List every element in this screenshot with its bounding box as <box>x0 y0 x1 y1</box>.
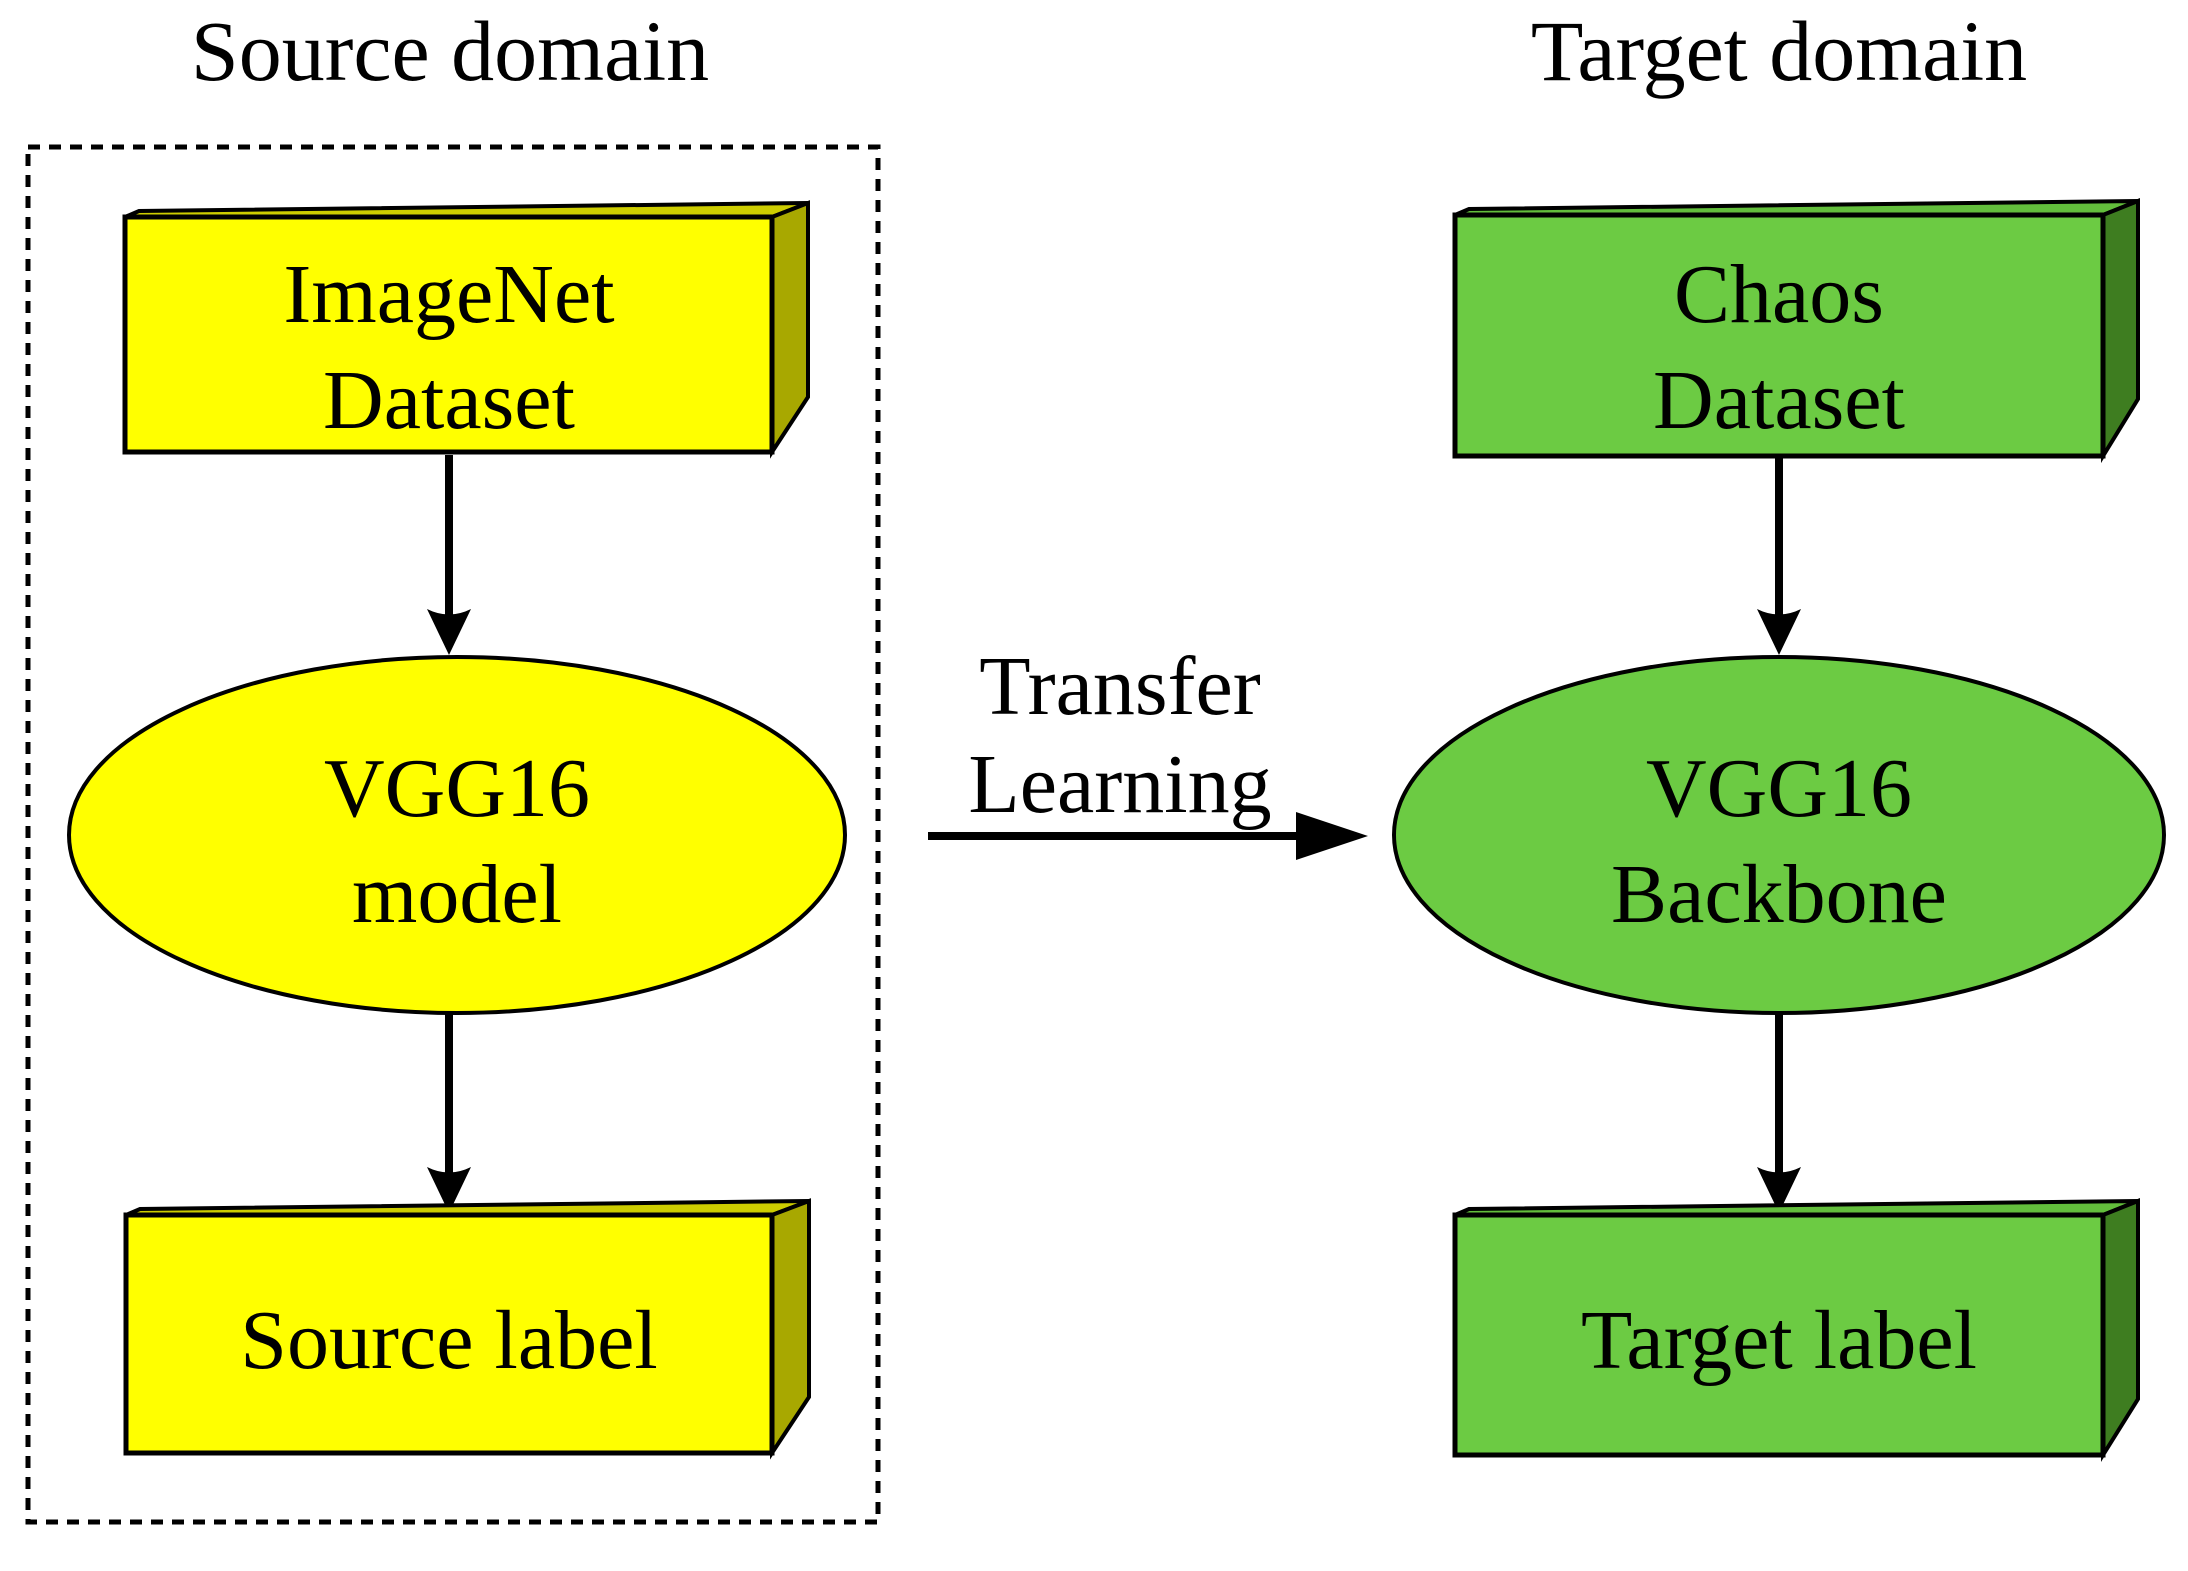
source-domain-boundary <box>25 144 881 1525</box>
target-label-box-front <box>1452 1212 2106 1458</box>
imagenet-dataset-box: ImageNet Dataset <box>122 200 810 459</box>
vgg16-model-label-line1: VGG16 <box>324 742 590 835</box>
imagenet-dataset-label-line1: ImageNet <box>283 248 614 341</box>
transfer-learning-label-line1: Transfer <box>979 640 1261 733</box>
target-domain-title: Target domain <box>1531 3 2027 99</box>
arrow-chaos-to-vgg16-backbone <box>1757 456 1801 655</box>
arrow-down-icon <box>1757 609 1801 655</box>
source-domain-title: Source domain <box>191 3 709 99</box>
imagenet-dataset-box-front <box>122 214 775 455</box>
arrow-down-icon <box>427 609 471 655</box>
arrow-vgg16-model-to-source-label <box>427 1013 471 1213</box>
target-label-text: Target label <box>1581 1294 1977 1387</box>
chaos-dataset-box-front <box>1452 212 2106 459</box>
vgg16-model-label-line2: model <box>352 848 562 941</box>
target-label-box: Target label <box>1452 1198 2140 1462</box>
arrow-down-icon <box>427 1167 471 1213</box>
chaos-dataset-label-line1: Chaos <box>1674 248 1884 341</box>
chaos-dataset-box: Chaos Dataset <box>1452 198 2140 464</box>
vgg16-backbone-label-line1: VGG16 <box>1646 742 1912 835</box>
chaos-dataset-box-side <box>2101 198 2140 464</box>
imagenet-dataset-label-line2: Dataset <box>323 354 575 447</box>
arrow-right-icon <box>1296 812 1368 860</box>
transfer-learning-connector: Transfer Learning <box>928 640 1368 860</box>
arrow-imagenet-to-vgg16-model <box>427 455 471 655</box>
chaos-dataset-label-line2: Dataset <box>1653 354 1905 447</box>
imagenet-dataset-box-side <box>770 200 810 459</box>
vgg16-model-ellipse-shape <box>67 655 847 1015</box>
vgg16-backbone-label-line2: Backbone <box>1611 848 1947 941</box>
vgg16-backbone-ellipse: VGG16 Backbone <box>1392 655 2166 1015</box>
source-label-box: Source label <box>123 1198 811 1460</box>
vgg16-model-ellipse: VGG16 model <box>67 655 847 1015</box>
source-label-box-front <box>123 1212 775 1456</box>
source-label-box-side <box>770 1198 811 1460</box>
target-label-box-side <box>2101 1198 2140 1462</box>
vgg16-backbone-ellipse-shape <box>1392 655 2166 1015</box>
transfer-learning-label-line2: Learning <box>968 738 1271 831</box>
source-label-text: Source label <box>240 1294 658 1387</box>
arrow-down-icon <box>1757 1167 1801 1213</box>
arrow-vgg16-backbone-to-target-label <box>1757 1013 1801 1213</box>
